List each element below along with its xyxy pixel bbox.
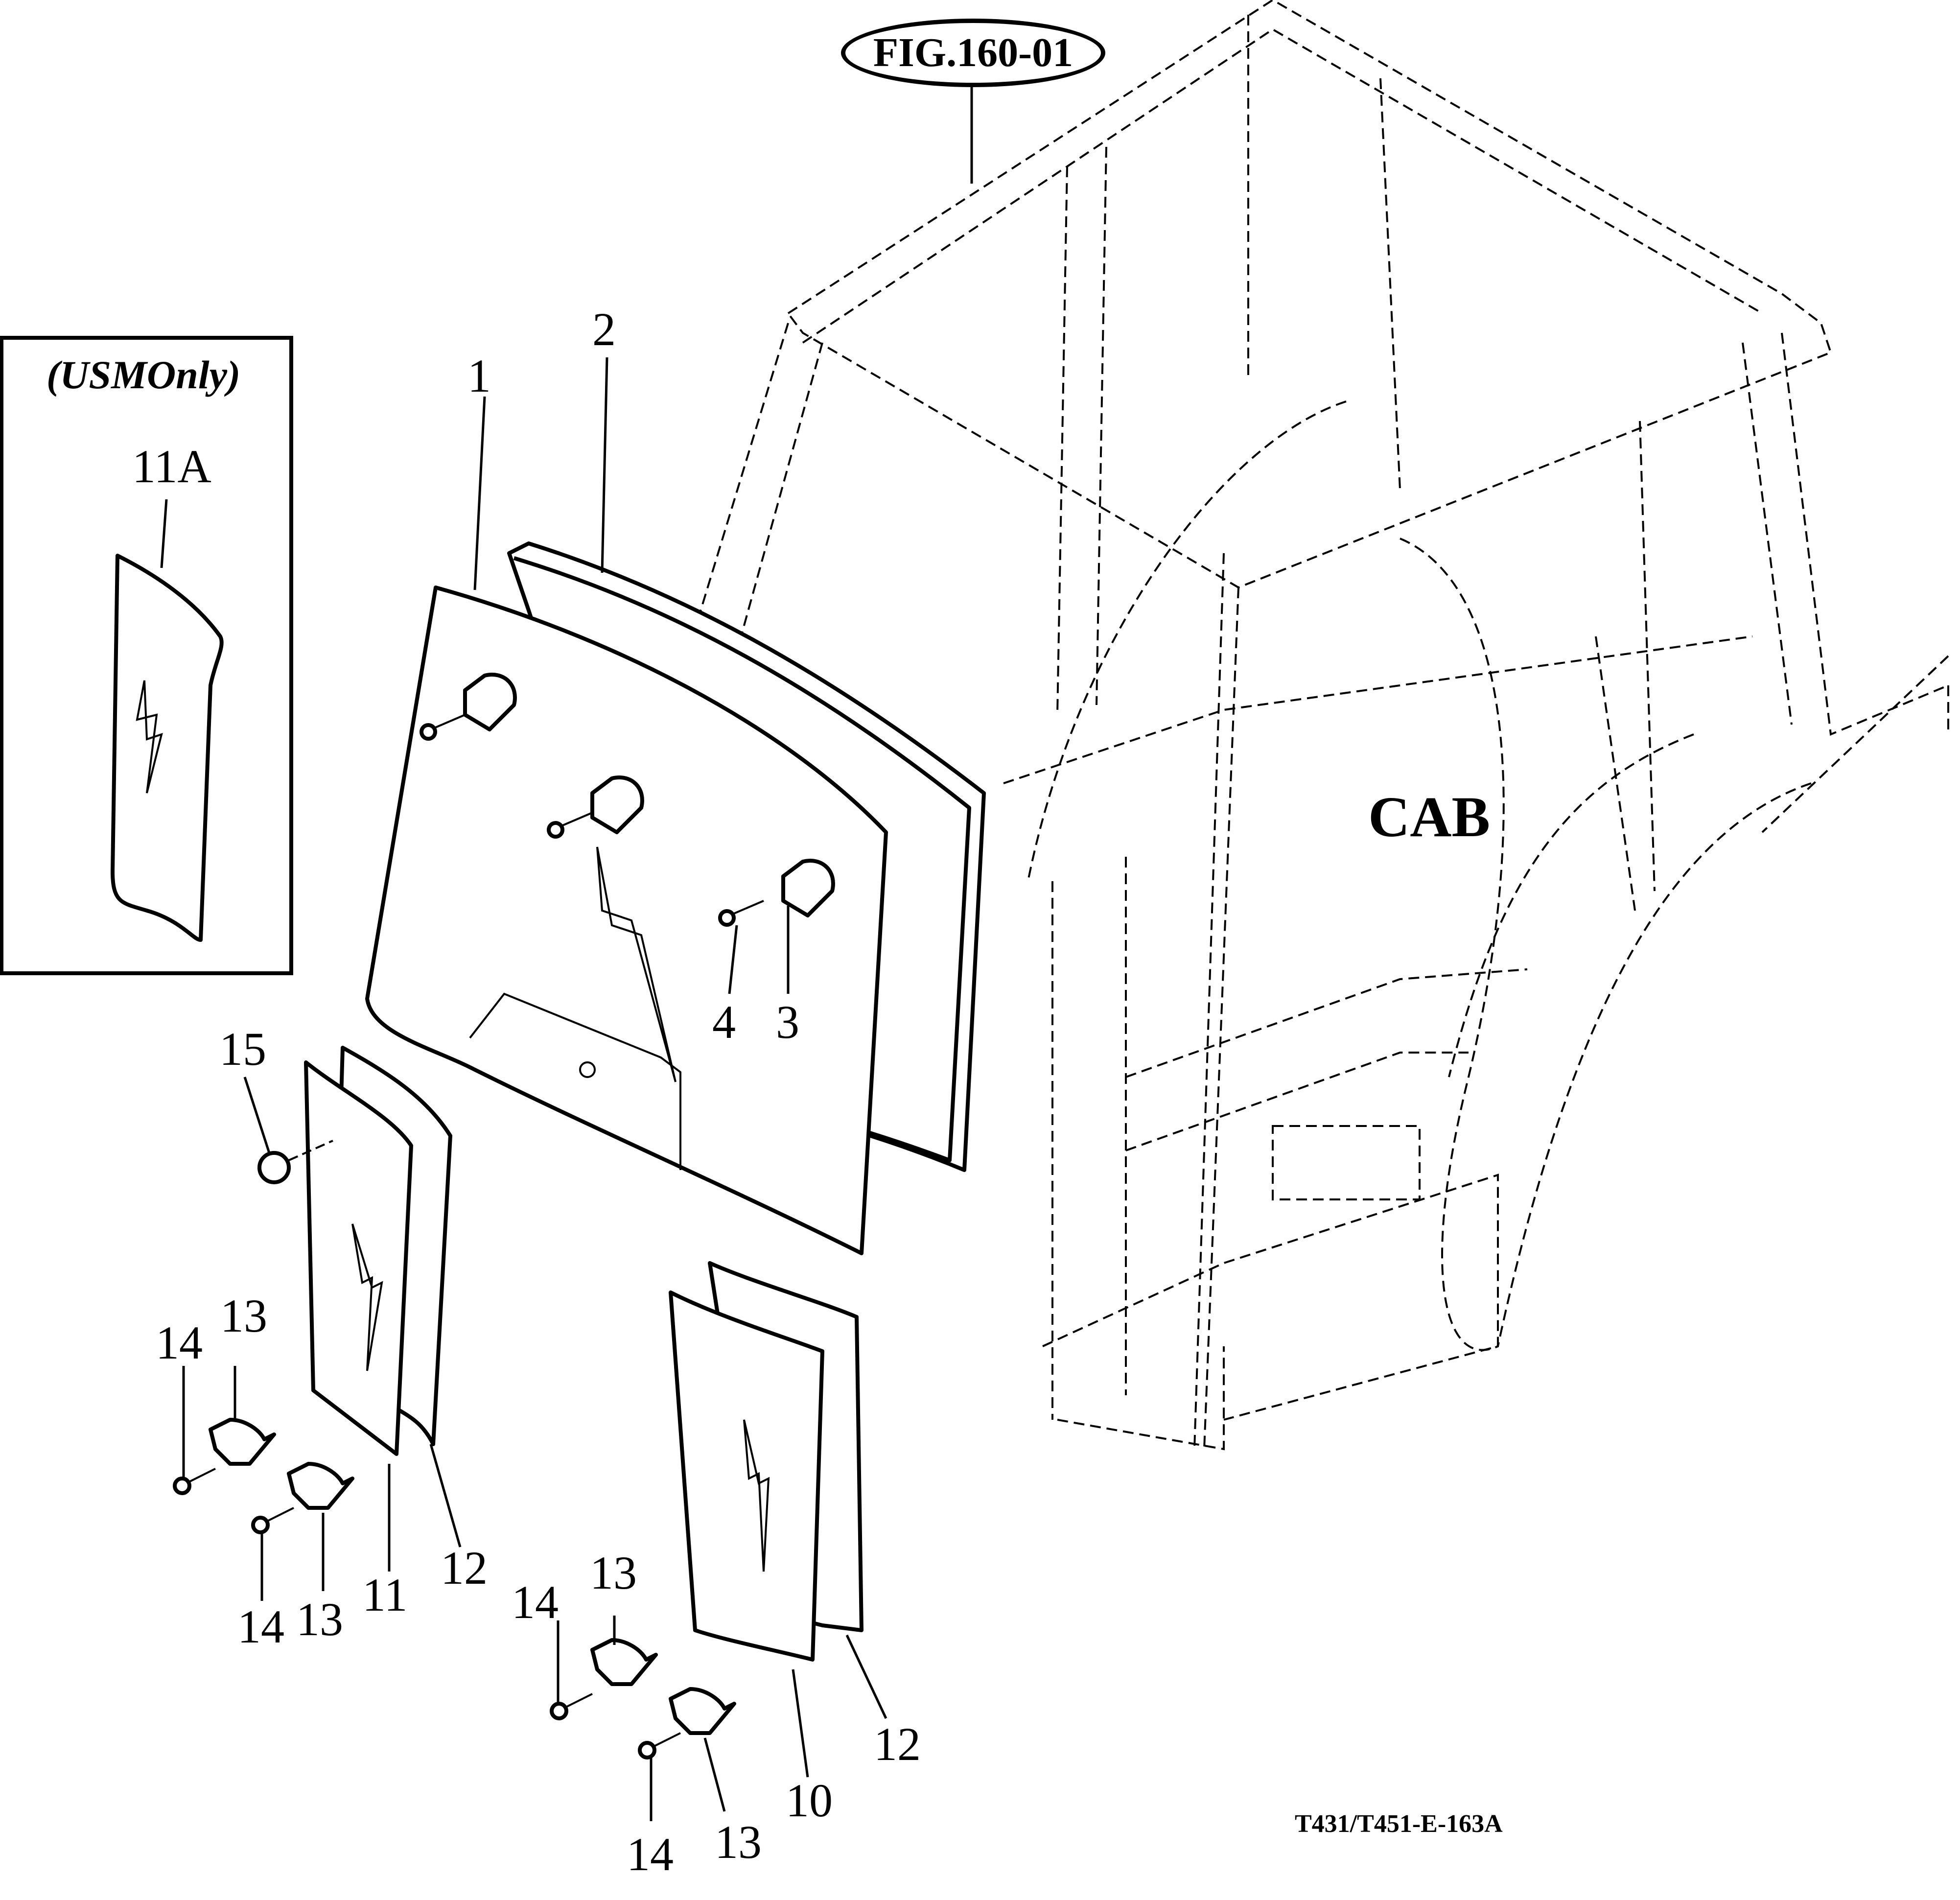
glass-glint-icon [743,1419,770,1572]
drawing-code: T431/T451-E-163A [1295,1810,1503,1838]
callout-10[interactable]: 10 [786,1774,833,1827]
part-3-clips [463,673,835,917]
part-14-screw [651,1732,681,1749]
cab-frame [684,0,1949,1451]
part-14-screw [186,1468,216,1484]
callout-11[interactable]: 11 [362,1569,408,1621]
part-13-clip [669,1687,736,1735]
callout-13[interactable]: 13 [715,1816,762,1868]
inset-frame [0,336,293,975]
part-10-side-glass [669,1290,824,1662]
inset-title: (USMOnly) [47,352,241,397]
callout-14[interactable]: 14 [512,1576,559,1628]
callout-13[interactable]: 13 [220,1290,267,1342]
part-4-screws [420,714,764,927]
part-11a-glass [111,554,224,942]
callout-13[interactable]: 13 [590,1547,637,1599]
callout-1[interactable]: 1 [467,350,491,402]
part-13-clip [209,1418,276,1466]
callout-12[interactable]: 12 [441,1542,488,1594]
part-1-windshield [365,586,888,1255]
part-13-clip [287,1462,354,1510]
glass-glint-icon [351,1223,383,1371]
callout-3[interactable]: 3 [776,996,799,1048]
callout-14[interactable]: 14 [627,1828,674,1880]
callout-13[interactable]: 13 [296,1593,343,1645]
glass-glint-icon [596,846,677,1082]
callout-14[interactable]: 14 [156,1316,203,1369]
callout-2[interactable]: 2 [592,303,616,355]
part-14-screw [264,1507,294,1524]
callout-11a[interactable]: 11A [132,440,211,493]
part-15-plug [257,1151,291,1184]
part-13-clip [590,1638,658,1686]
callout-14[interactable]: 14 [237,1600,284,1653]
figure-reference-badge[interactable]: FIG.160-01 [841,19,1105,87]
part-14-screw [562,1693,593,1710]
callout-4[interactable]: 4 [712,996,736,1048]
assembly-label: CAB [1368,785,1491,849]
figure-reference: FIG.160-01 [873,30,1073,75]
glass-glint-icon [136,680,163,794]
callout-15[interactable]: 15 [219,1023,266,1075]
callout-12[interactable]: 12 [874,1718,921,1770]
